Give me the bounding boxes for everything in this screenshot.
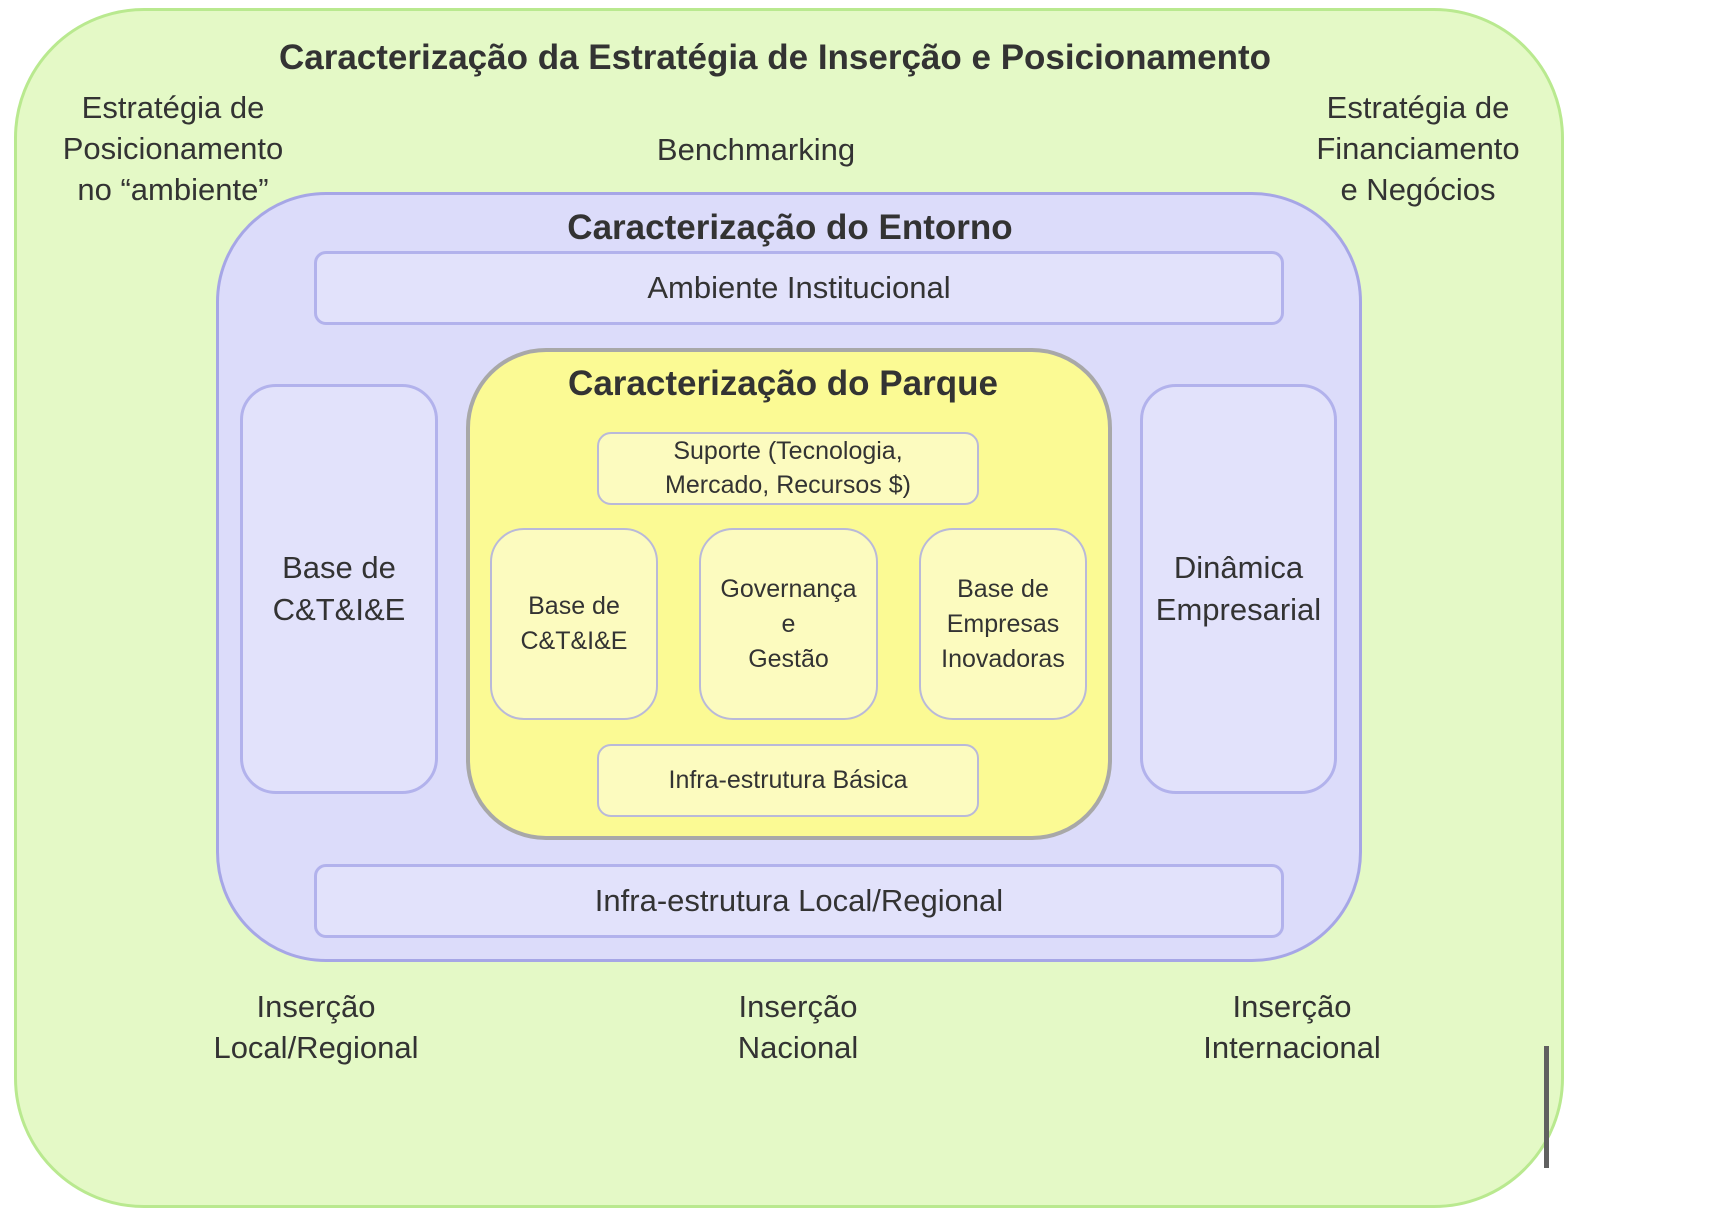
local-regional-insertion-label: Inserção Local/Regional [213,989,419,1065]
business-dynamics-pillar: Dinâmica Empresarial [1140,384,1337,794]
institutional-environment-label: Ambiente Institucional [647,270,951,305]
governance-management-box: Governança e Gestão [699,528,878,720]
basic-infrastructure-label: Infra-estrutura Básica [668,765,908,794]
international-insertion-label: Inserção Internacional [1203,989,1381,1065]
benchmarking-label: Benchmarking [656,132,856,167]
basic-infrastructure-box: Infra-estrutura Básica [597,744,979,817]
national-insertion-label: Inserção Nacional [737,989,859,1065]
cti-base-pillar: Base de C&T&I&E [240,384,438,794]
positioning-strategy-label: Estratégia de Posicionamento no “ambient… [62,90,284,207]
support-box: Suporte (Tecnologia, Mercado, Recursos $… [597,432,979,505]
innovative-companies-box: Base de Empresas Inovadoras [919,528,1087,720]
local-regional-infrastructure-band: Infra-estrutura Local/Regional [314,864,1284,938]
financing-strategy-label: Estratégia de Financiamento e Negócios [1316,90,1520,207]
surroundings-title: Caracterização do Entorno [567,208,1013,247]
park-cti-base-box: Base de C&T&I&E [490,528,658,720]
park-title: Caracterização do Parque [568,364,998,403]
institutional-environment-band: Ambiente Institucional [314,251,1284,325]
slide-edge-marker [1544,1046,1549,1168]
insertion-strategy-title: Caracterização da Estratégia de Inserção… [278,38,1272,77]
local-regional-infrastructure-label: Infra-estrutura Local/Regional [594,883,1004,918]
